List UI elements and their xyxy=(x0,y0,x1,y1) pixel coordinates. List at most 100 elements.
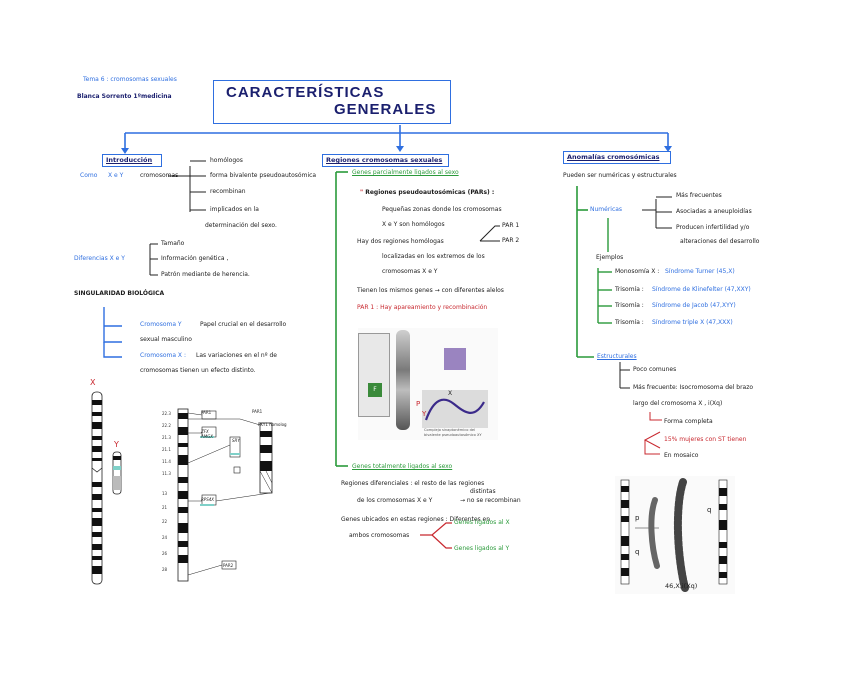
svg-text:11.3: 11.3 xyxy=(162,471,171,476)
num-item-2: Producen infertilidad y/o xyxy=(676,224,750,231)
hay-text: Hay dos regiones homólogas xyxy=(357,238,444,245)
svg-text:21.3: 21.3 xyxy=(162,435,171,440)
ej2-label: Trisomía : xyxy=(615,286,644,293)
anomalias-heading: Anomalías cromosómicas xyxy=(567,153,660,161)
ej4-val: Síndrome triple X (47,XXX) xyxy=(652,319,733,326)
par1-label: PAR 1 xyxy=(502,222,520,229)
fig-amgx: AMGX xyxy=(201,434,214,439)
ej3-val: Síndrome de Jacob (47,XYY) xyxy=(652,302,736,309)
ej2-val: Síndrome de Klinefelter (47,XXY) xyxy=(652,286,751,293)
karyo-label: 46,X,i(Xq) xyxy=(665,582,698,590)
diff-item-1: Información genética , xyxy=(161,255,229,262)
fig-par1-box: PAR1 xyxy=(201,410,212,415)
sing-y-text2: sexual masculino xyxy=(140,336,192,343)
mosaico-text: En mosaico xyxy=(664,452,699,459)
karyotype-figure: p q q 46,X,i(Xq) xyxy=(615,476,735,594)
ejemplos-label: Ejemplos xyxy=(596,254,624,261)
svg-text:22.3: 22.3 xyxy=(162,411,171,416)
numericas-label: Numéricas xyxy=(590,206,623,213)
fig-homolog: PKY1 homolog xyxy=(258,422,287,427)
sc-curve xyxy=(424,398,485,421)
ej3-label: Trisomía : xyxy=(615,302,644,309)
sing-y-text: Papel crucial en el desarrollo xyxy=(200,321,287,328)
title-line2: GENERALES xyxy=(334,101,437,118)
sing-x-text2: cromosomas tienen un efecto distinto. xyxy=(140,367,256,374)
hay-l2: localizadas en los extremos de los xyxy=(382,253,485,260)
intro-como: Como xyxy=(80,172,98,179)
karyo-p: p xyxy=(635,514,640,522)
fig-x: X xyxy=(448,390,453,397)
fig-cap2: bivalente pseudoautosómico XY xyxy=(424,433,482,437)
fig-y: Y xyxy=(422,410,427,418)
gene-list-panel xyxy=(358,333,390,417)
intro-item-0: homólogos xyxy=(210,157,243,164)
svg-text:26: 26 xyxy=(162,551,168,556)
karyo-q2: q xyxy=(707,506,712,514)
num-item-0: Más frecuentes xyxy=(676,192,722,199)
genes-ubic2: ambos cromosomas xyxy=(349,532,410,539)
par-heading: " Regiones pseudoautosómicas (PARs) : xyxy=(360,189,495,196)
par2-label: PAR 2 xyxy=(502,237,520,244)
title-line1: CARACTERÍSTICAS xyxy=(226,84,385,101)
est1-text: Poco comunes xyxy=(633,366,677,373)
intro-item-3: implicados en la xyxy=(210,206,259,213)
reg-dif: Regiones diferenciales : el resto de las… xyxy=(341,480,485,487)
svg-text:21.1: 21.1 xyxy=(162,447,171,452)
diff-item-0: Tamaño xyxy=(161,240,185,247)
par-l1: Pequeñas zonas donde los cromosomas xyxy=(382,206,502,213)
num-item-3: alteraciones del desarrollo xyxy=(680,238,760,245)
fig-sry: SRY xyxy=(232,438,240,443)
svg-text:13: 13 xyxy=(162,491,168,496)
intro-xy: X e Y xyxy=(108,172,124,179)
regiones-heading: Regiones cromosomas sexuales xyxy=(326,156,443,164)
svg-text:22: 22 xyxy=(162,519,168,524)
fig-zfx: ZFX xyxy=(201,429,209,434)
x-chromatid xyxy=(396,330,410,430)
intro-heading-box: Introducción xyxy=(102,154,162,167)
regiones-heading-box: Regiones cromosomas sexuales xyxy=(322,154,449,167)
fig-par2-box: PAR2 xyxy=(223,563,234,568)
anomalias-heading-box: Anomalías cromosómicas xyxy=(563,151,671,164)
ligados-x: Genes ligados al X xyxy=(454,519,510,526)
sing-y-label: Cromosoma Y xyxy=(140,321,182,328)
fig-par1-top: PAR1 xyxy=(252,409,263,414)
purple-inset xyxy=(444,348,466,370)
par1-text: PAR 1 : Hay apareamiento y recombinación xyxy=(357,304,488,311)
genes-ubic: Genes ubicados en estas regiones : Difer… xyxy=(341,516,491,523)
est2-text: Más frecuente: Isocromosoma del brazo xyxy=(633,384,754,391)
karyotype-svg xyxy=(620,478,728,592)
ej1-label: Monosomía X : xyxy=(615,268,660,275)
genes-total: Genes totalmente ligados al sexo xyxy=(352,463,453,470)
synaptonemal-figure: F P Y X Complejo sinaptonémico del bival… xyxy=(358,328,498,440)
fig-p: P xyxy=(416,400,421,408)
hay-l3: cromosomas X e Y xyxy=(382,268,438,275)
ligados-y: Genes ligados al Y xyxy=(454,545,510,552)
sing-x-text: Las variaciones en el nº de xyxy=(196,352,277,359)
xy-ideogram xyxy=(91,391,122,585)
pct-text: 15% mujeres con ST tienen xyxy=(664,436,747,443)
fig-y-label: Y xyxy=(114,440,119,449)
sing-x-label: Cromosoma X : xyxy=(140,352,186,359)
forma-text: Forma completa xyxy=(664,418,713,425)
par-bullet: " xyxy=(360,189,366,196)
svg-text:11.4: 11.4 xyxy=(162,459,171,464)
ej4-label: Trisomía : xyxy=(615,319,644,326)
par-l2: X e Y son homólogos xyxy=(382,221,445,228)
topic-label: Tema 6 : cromosomas sexuales xyxy=(83,76,177,83)
pueden-text: Pueden ser numéricas y estructurales xyxy=(563,172,677,179)
reg-dif3: distintas xyxy=(470,488,496,495)
reg-dif2: de los cromosomas X e Y xyxy=(357,497,433,504)
fig-rps4x: RPS4X xyxy=(201,497,215,502)
genes-parcial: Genes parcialmente ligados al sexo xyxy=(352,169,459,176)
estructurales-label: Estructurales xyxy=(597,353,637,360)
svg-text:28: 28 xyxy=(162,567,168,572)
svg-text:24: 24 xyxy=(162,535,168,540)
sc-micrograph xyxy=(422,390,488,428)
diff-item-2: Patrón mediante de herencia. xyxy=(161,271,250,278)
singularidad-label: SINGULARIDAD BIOLÓGICA xyxy=(74,290,165,297)
num-item-1: Asociadas a aneuploidías xyxy=(676,208,752,215)
intro-item-2: recombinan xyxy=(210,188,246,195)
fig-cap1: Complejo sinaptonémico del xyxy=(424,428,476,432)
